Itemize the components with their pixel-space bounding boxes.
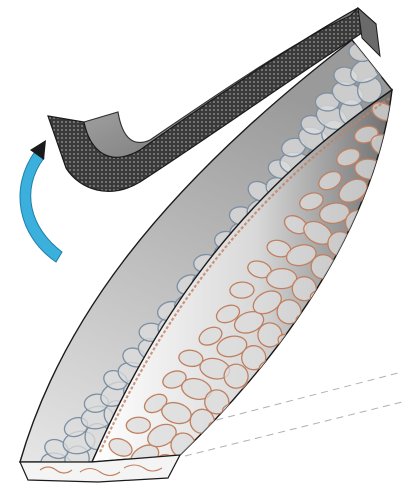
foam-cell [126,417,151,434]
foam-cell [311,255,335,279]
foam-cell [381,167,405,192]
foam-cell [390,110,405,133]
foam-cell [346,244,378,265]
foam-cell [396,142,405,168]
foam-cell [363,220,395,240]
foam-cell [222,402,253,420]
foam-cell [310,289,341,306]
foam-cell [329,262,363,290]
foam-cell [188,441,222,468]
foam-cell [397,178,405,201]
foam-cell [381,199,405,219]
foam-cell [386,24,405,58]
foam-cell [230,282,255,299]
curved-rotation-arrow-icon [20,140,62,262]
